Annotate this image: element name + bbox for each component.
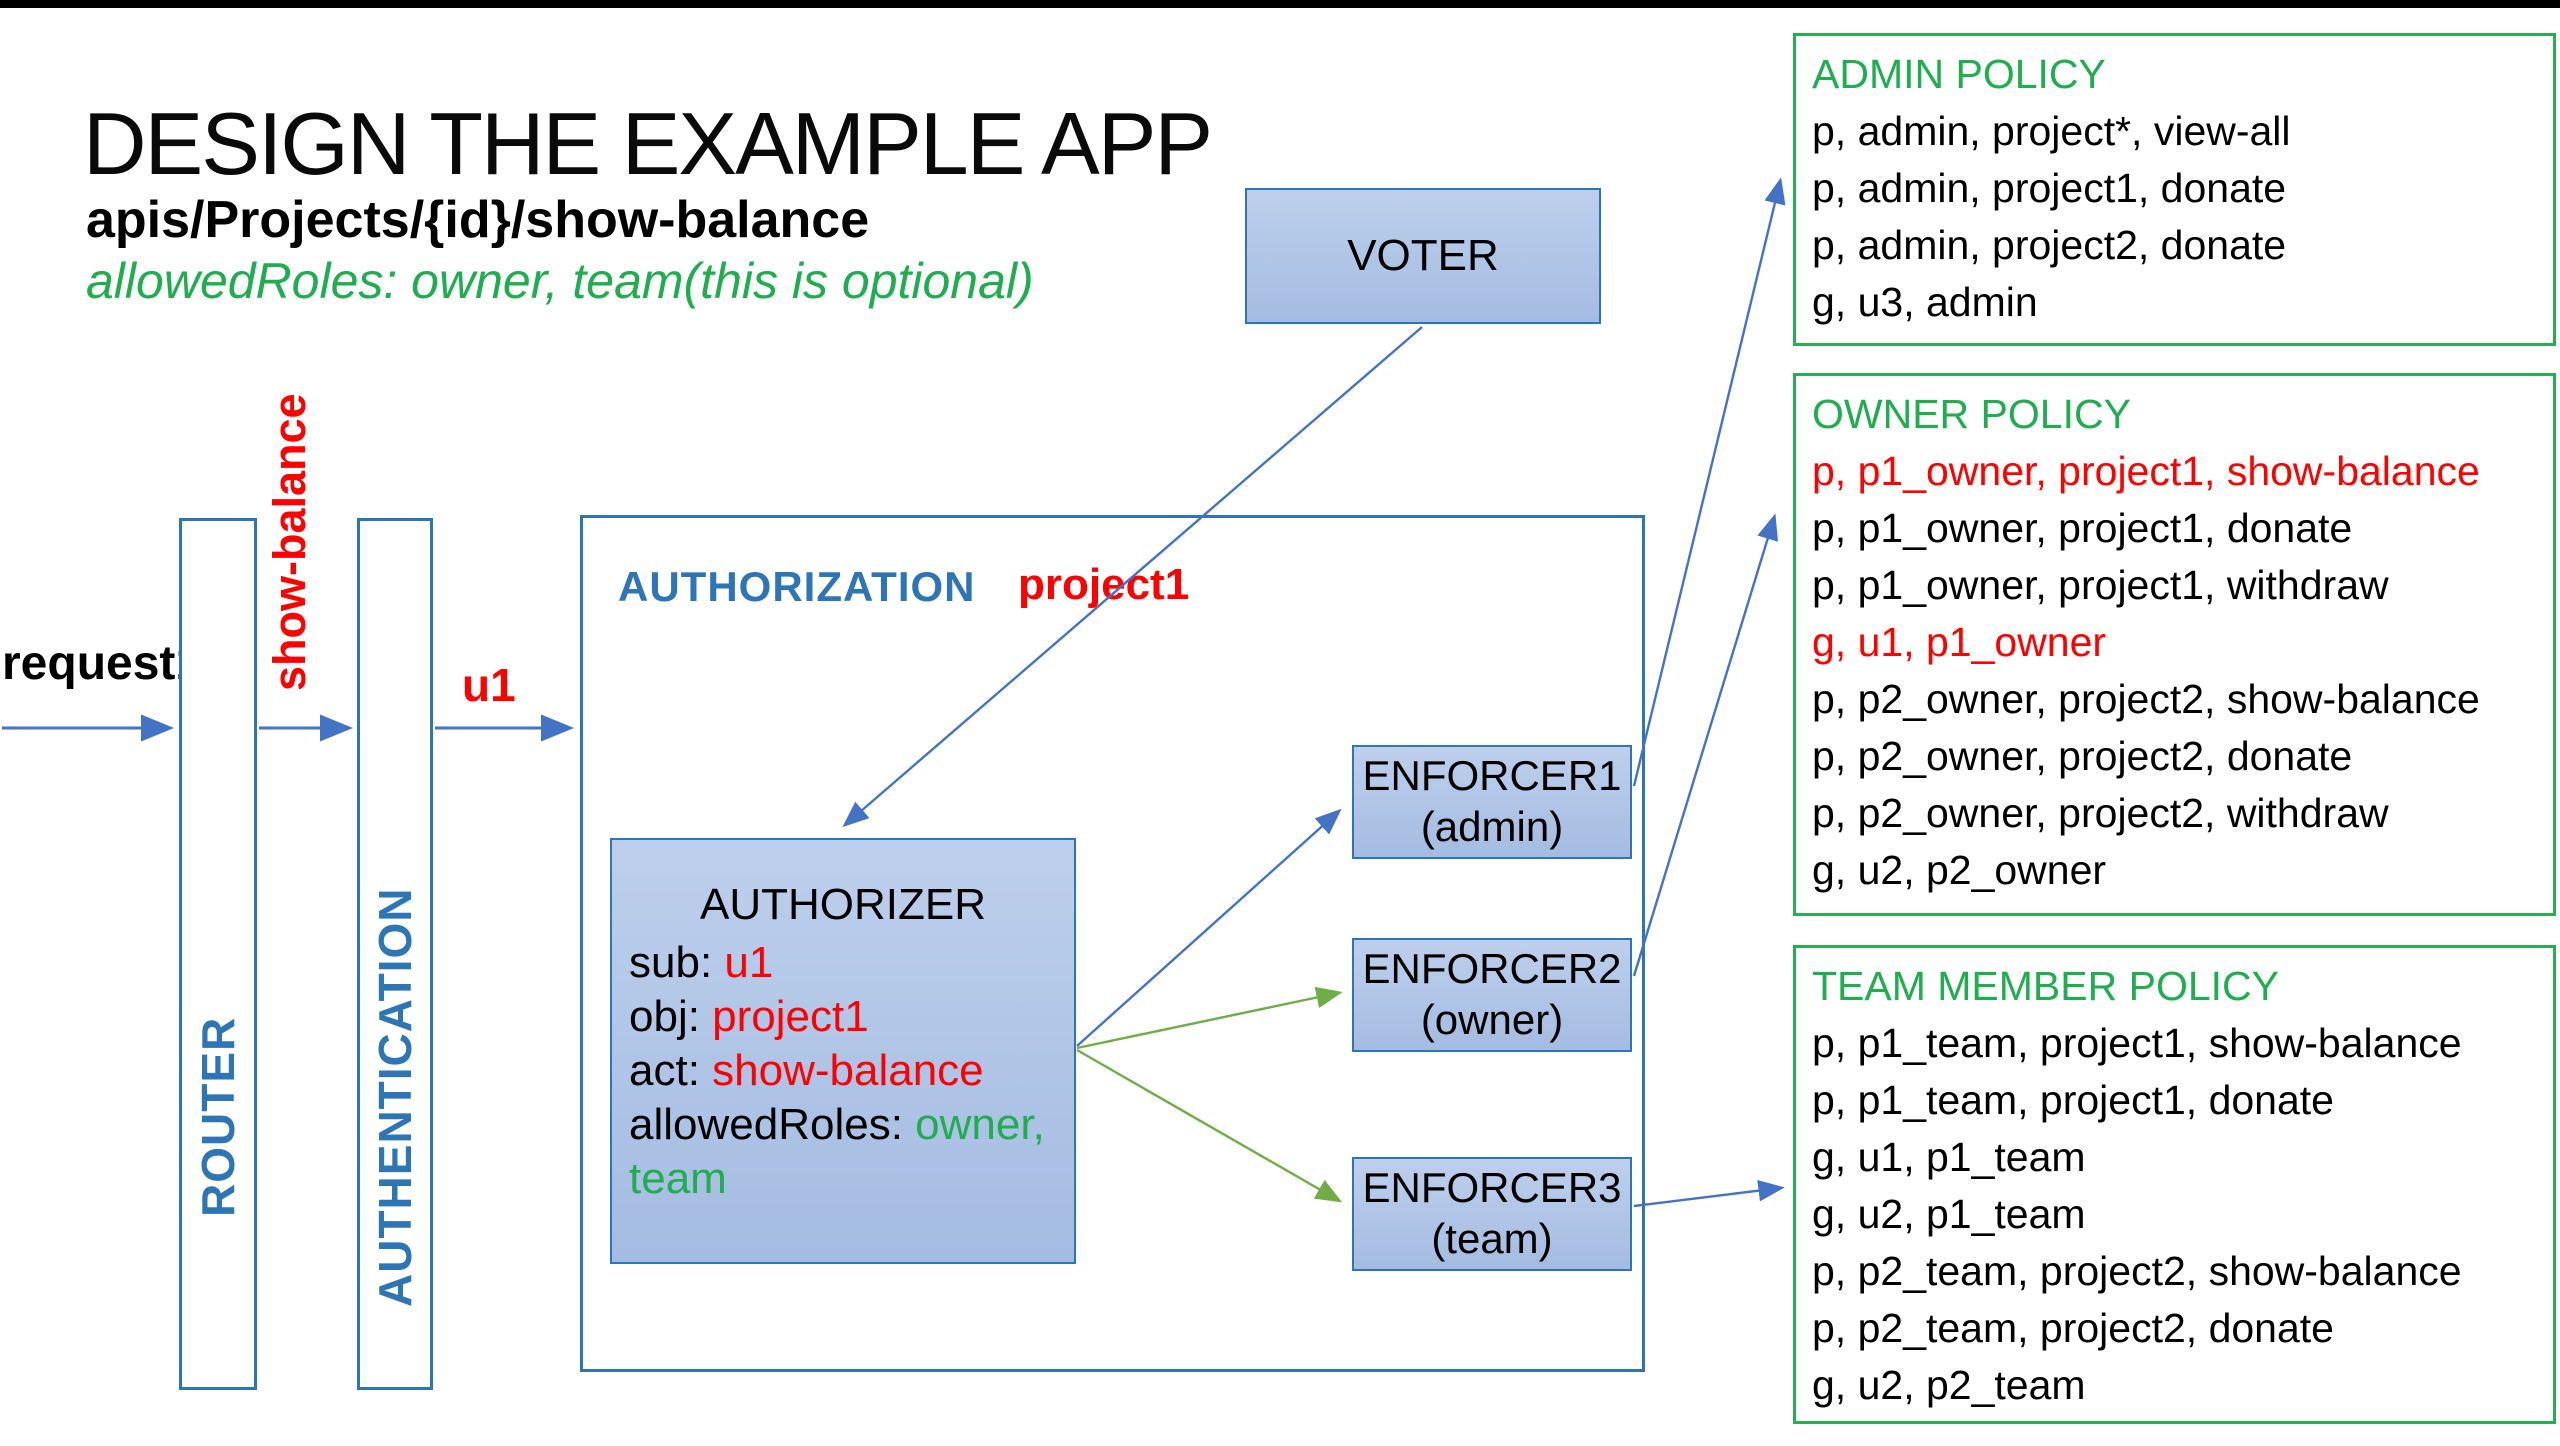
policy-rule: p, p1_team, project1, show-balance: [1812, 1020, 2462, 1066]
policy-rule: p, p2_owner, project2, donate: [1812, 733, 2353, 779]
enforcer2-box: ENFORCER2 (owner): [1352, 938, 1632, 1052]
request1-label: request1: [2, 637, 203, 690]
enforcer1-name: ENFORCER1: [1362, 752, 1622, 799]
router-box: ROUTER: [179, 518, 257, 1390]
authorizer-title: AUTHORIZER: [700, 880, 986, 929]
authentication-box: AUTHENTICATION: [357, 518, 433, 1390]
policy-rule: g, u3, admin: [1812, 279, 2038, 325]
router-label: ROUTER: [192, 1016, 244, 1218]
policy-rule: p, p2_owner, project2, show-balance: [1812, 676, 2480, 722]
page-title: DESIGN THE EXAMPLE APP: [83, 94, 1213, 193]
owner-policy-box: OWNER POLICY p, p1_owner, project1, show…: [1793, 373, 2556, 916]
authorizer-field: allowedRoles: owner, team: [629, 1100, 1045, 1203]
admin-policy-title: ADMIN POLICY: [1812, 51, 2106, 97]
owner-policy-rules: p, p1_owner, project1, show-balance p, p1…: [1812, 443, 2545, 899]
arrow-enforcer1-to-admin-policy: [1632, 177, 1786, 787]
owner-policy-title: OWNER POLICY: [1812, 391, 2131, 437]
top-black-bar: [0, 0, 2560, 8]
enforcer2-role: (owner): [1420, 996, 1564, 1043]
voter-label: VOTER: [1347, 231, 1499, 280]
policy-rule: p, p1_owner, project1, withdraw: [1812, 562, 2389, 608]
policy-rule: p, admin, project1, donate: [1812, 165, 2287, 211]
policy-rule: g, u2, p2_owner: [1812, 847, 2107, 893]
team-policy-title: TEAM MEMBER POLICY: [1812, 963, 2280, 1009]
admin-policy-rules: p, admin, project*, view-all p, admin, pr…: [1812, 103, 2545, 331]
authorizer-field: obj: project1: [629, 992, 869, 1041]
allowed-roles-note: allowedRoles: owner, team(this is option…: [86, 253, 1034, 309]
policy-rule: p, p2_owner, project2, withdraw: [1812, 790, 2389, 836]
authorizer-field: act: show-balance: [629, 1046, 984, 1095]
policy-rule: p, p1_team, project1, donate: [1812, 1077, 2334, 1123]
team-policy-rules: p, p1_team, project1, show-balance p, p1_…: [1812, 1015, 2545, 1414]
policy-rule: g, u1, p1_team: [1812, 1134, 2086, 1180]
enforcer3-box: ENFORCER3 (team): [1352, 1157, 1632, 1271]
policy-rule: p, p2_team, project2, donate: [1812, 1305, 2334, 1351]
enforcer1-box: ENFORCER1 (admin): [1352, 745, 1632, 859]
authorizer-fields: sub: u1 obj: project1 act: show-balance …: [629, 936, 1074, 1206]
policy-rule: p, admin, project2, donate: [1812, 222, 2287, 268]
policy-rule: g, u2, p2_team: [1812, 1362, 2086, 1408]
admin-policy-box: ADMIN POLICY p, admin, project*, view-al…: [1793, 33, 2556, 346]
policy-rule: p, p1_owner, project1, show-balance: [1812, 448, 2480, 494]
enforcer3-name: ENFORCER3: [1362, 1164, 1622, 1211]
show-balance-label: show-balance: [264, 393, 315, 691]
enforcer2-name: ENFORCER2: [1362, 945, 1622, 992]
enforcer1-role: (admin): [1420, 803, 1564, 850]
policy-rule: p, p1_owner, project1, donate: [1812, 505, 2353, 551]
authentication-label: AUTHENTICATION: [369, 887, 421, 1307]
policy-rule: p, p2_team, project2, show-balance: [1812, 1248, 2462, 1294]
u1-label: u1: [462, 659, 516, 711]
team-policy-box: TEAM MEMBER POLICY p, p1_team, project1,…: [1793, 945, 2556, 1424]
authorization-label: AUTHORIZATION: [618, 563, 976, 610]
arrow-enforcer2-to-owner-policy: [1632, 513, 1779, 977]
authorizer-field: sub: u1: [629, 938, 774, 987]
enforcer3-role: (team): [1431, 1215, 1553, 1262]
api-route-subtitle: apis/Projects/{id}/show-balance: [86, 191, 870, 249]
policy-rule: p, admin, project*, view-all: [1812, 108, 2291, 154]
arrow-enforcer3-to-team-policy: [1633, 1179, 1785, 1208]
voter-box: VOTER: [1245, 188, 1601, 324]
policy-rule: g, u2, p1_team: [1812, 1191, 2086, 1237]
policy-rule: g, u1, p1_owner: [1812, 619, 2107, 665]
authorizer-box: AUTHORIZER sub: u1 obj: project1 act: sh…: [610, 838, 1076, 1264]
